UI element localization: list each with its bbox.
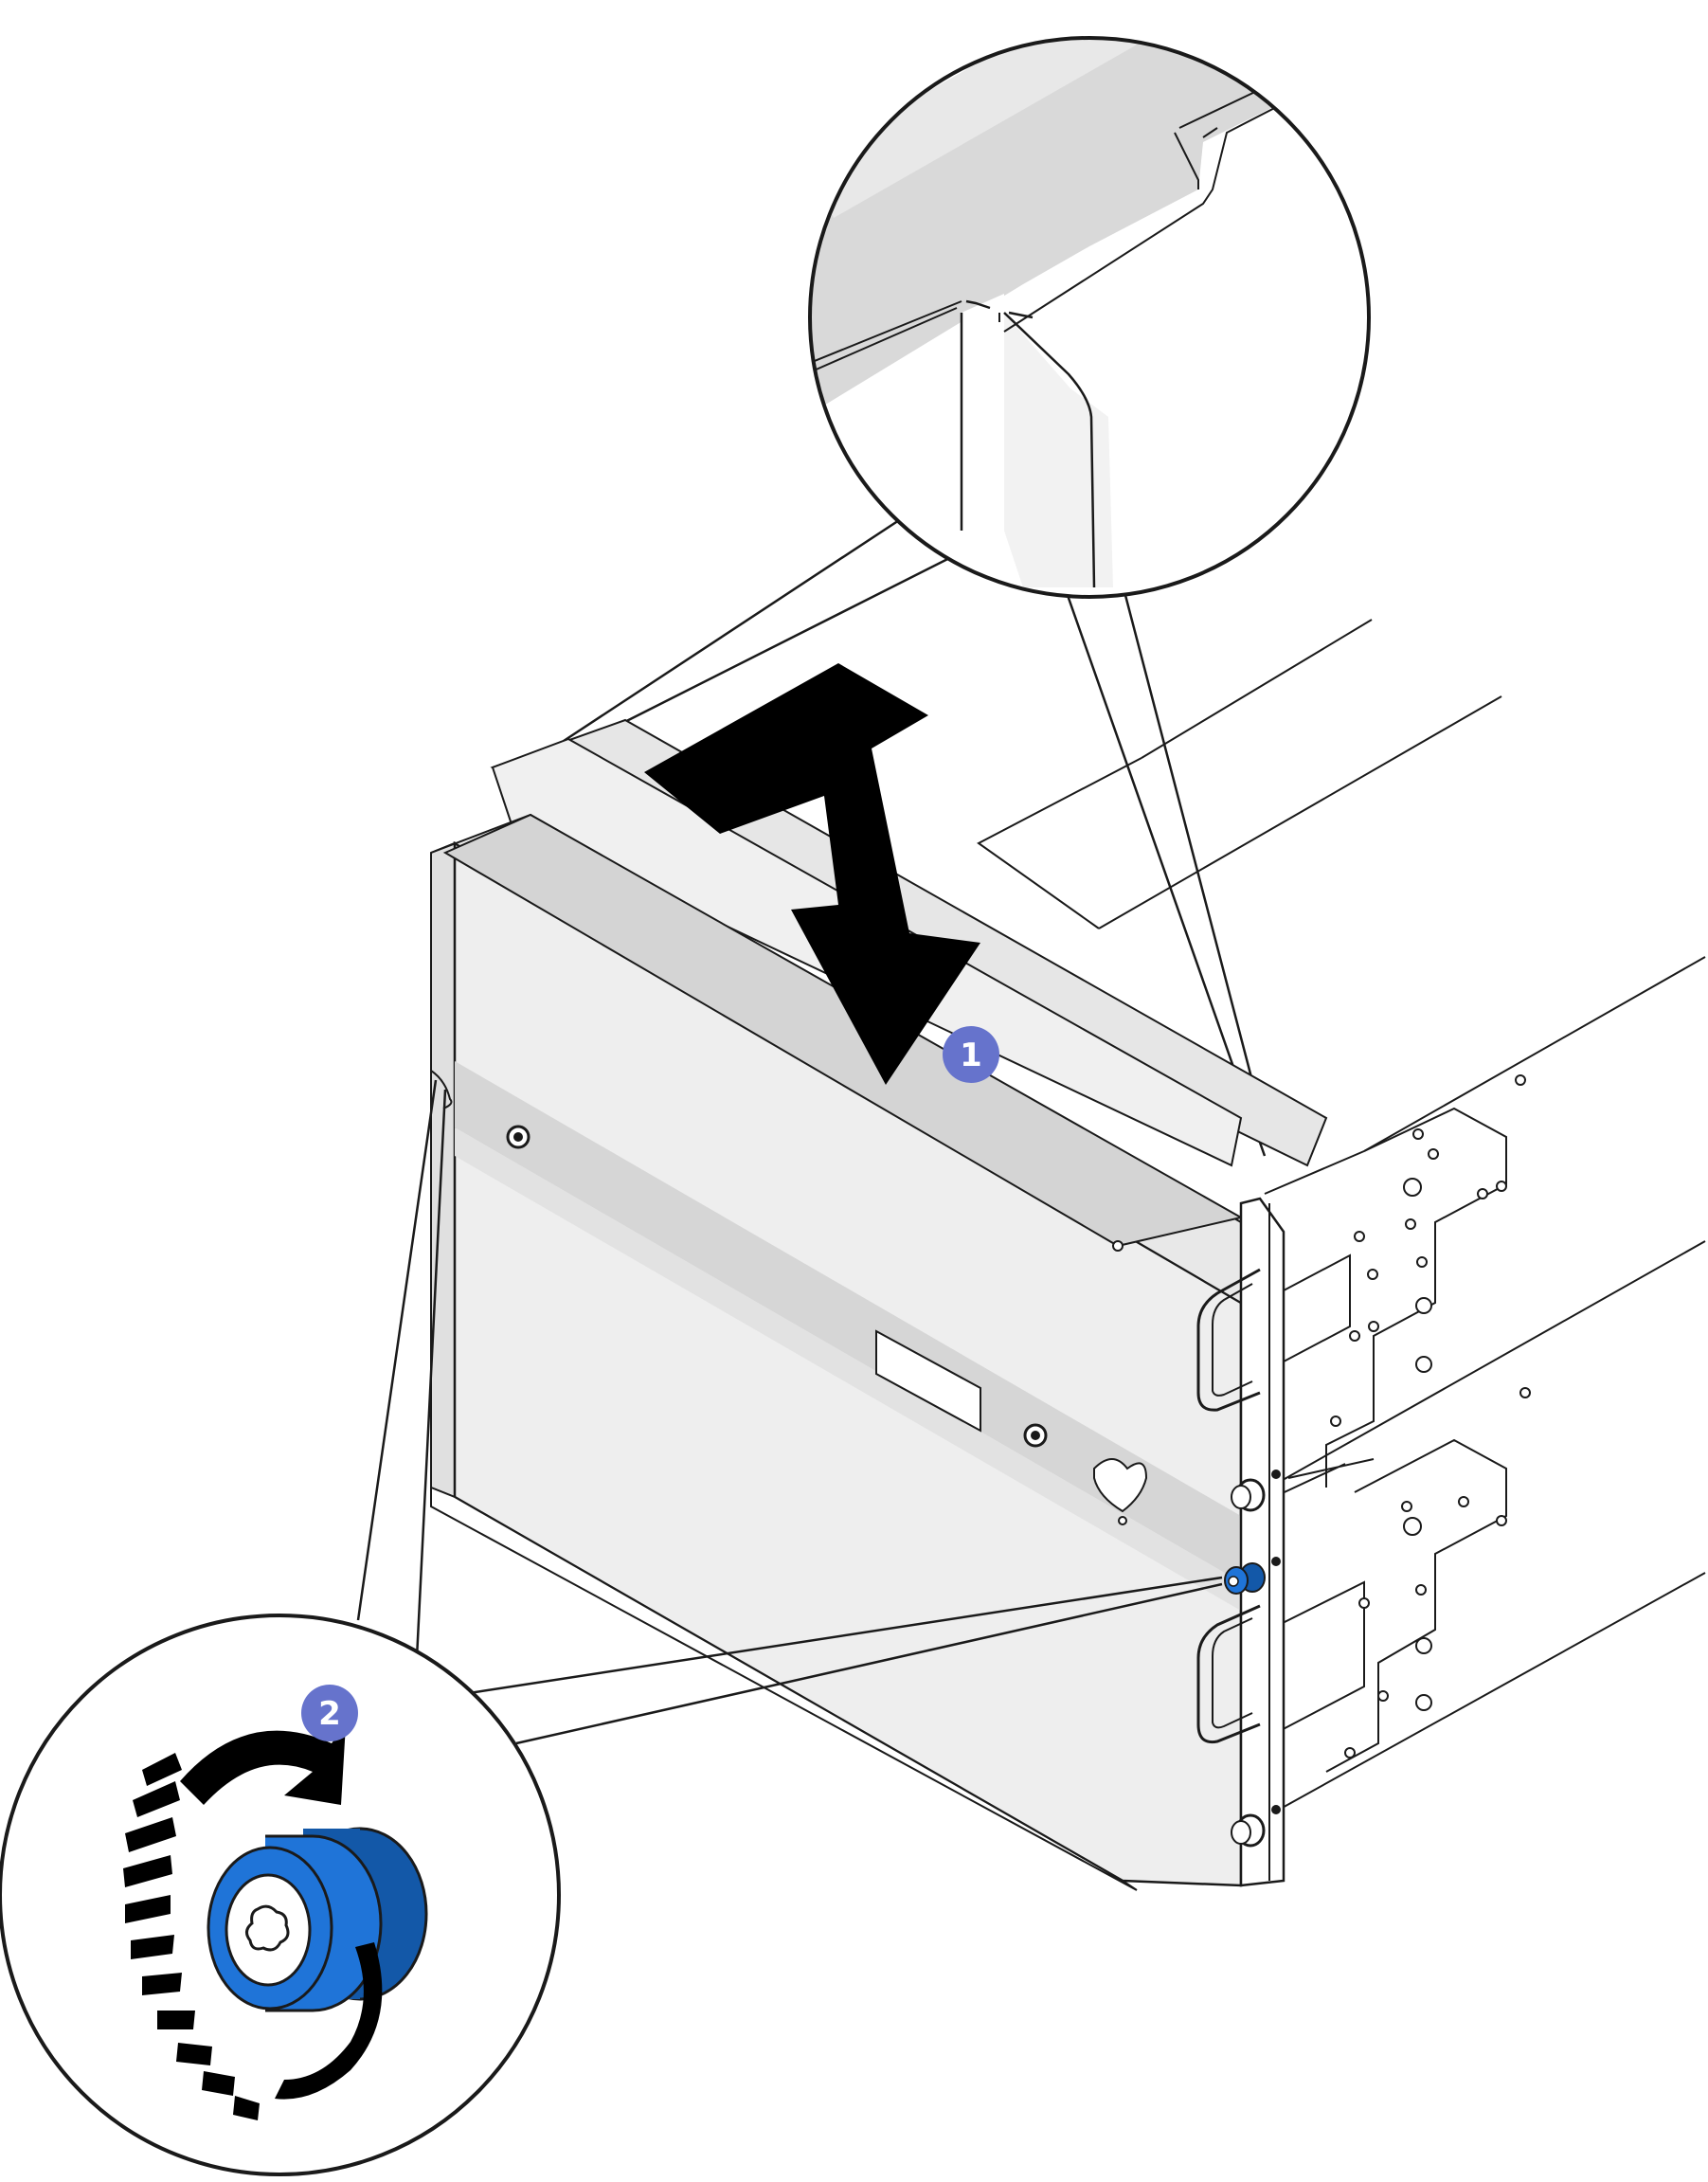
bottom-callout-leader <box>356 1079 1223 1745</box>
step-badge-1-label: 1 <box>960 1037 982 1074</box>
bezel-thumbscrew-bottom <box>1231 1813 1266 1848</box>
step-badge-2-label: 2 <box>318 1695 341 1733</box>
move-down-arrow-icon <box>644 663 980 1085</box>
handle-lower <box>1196 1604 1261 1744</box>
bottom-magnifier-ring <box>0 1614 561 2176</box>
top-magnifier-ring <box>808 36 1371 599</box>
step-badge-1: 1 <box>943 1026 999 1083</box>
top-magnifier-callout <box>563 36 1371 1157</box>
knurl-marks <box>123 1753 260 2120</box>
bezel-thumbscrew-top <box>1231 1478 1266 1512</box>
bezel-thumbscrew-highlighted <box>1224 1562 1266 1595</box>
bottom-magnifier-callout: 2 <box>0 1079 1223 2176</box>
heart-cutout <box>1093 1458 1148 1513</box>
clockwise-rotate-arrow-icon <box>180 1724 346 1805</box>
rail-holes <box>1330 1074 1531 1758</box>
rack-rails <box>977 619 1706 1811</box>
handle-upper <box>1196 1268 1261 1412</box>
top-callout-leader <box>563 502 1271 1157</box>
torx-head-icon <box>245 1904 290 1952</box>
step-badge-2: 2 <box>301 1685 358 1741</box>
